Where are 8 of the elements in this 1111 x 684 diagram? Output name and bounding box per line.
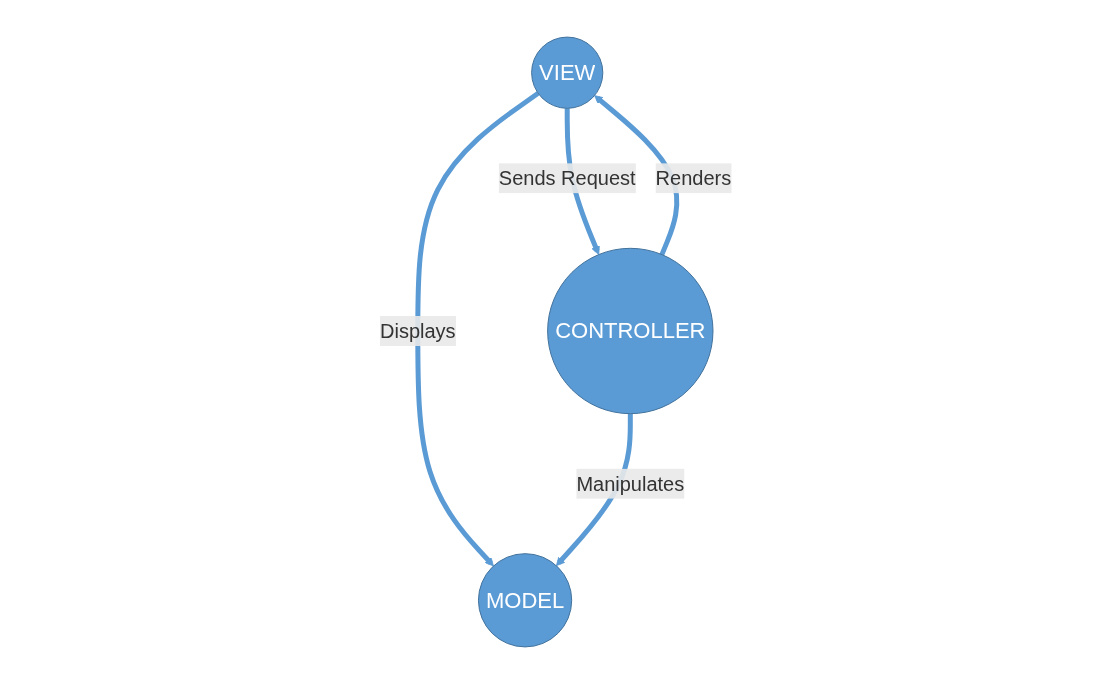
node-circle: CONTROLLER: [547, 247, 714, 415]
edge-label: Displays: [379, 319, 456, 342]
edge-label: Sends Request: [498, 167, 636, 190]
edge-label: Renders: [655, 167, 732, 190]
node-circle: VIEW: [531, 36, 604, 109]
arrow: [415, 91, 540, 567]
node-circle: MODEL: [477, 553, 573, 648]
edge-label: Manipulates: [576, 472, 685, 495]
